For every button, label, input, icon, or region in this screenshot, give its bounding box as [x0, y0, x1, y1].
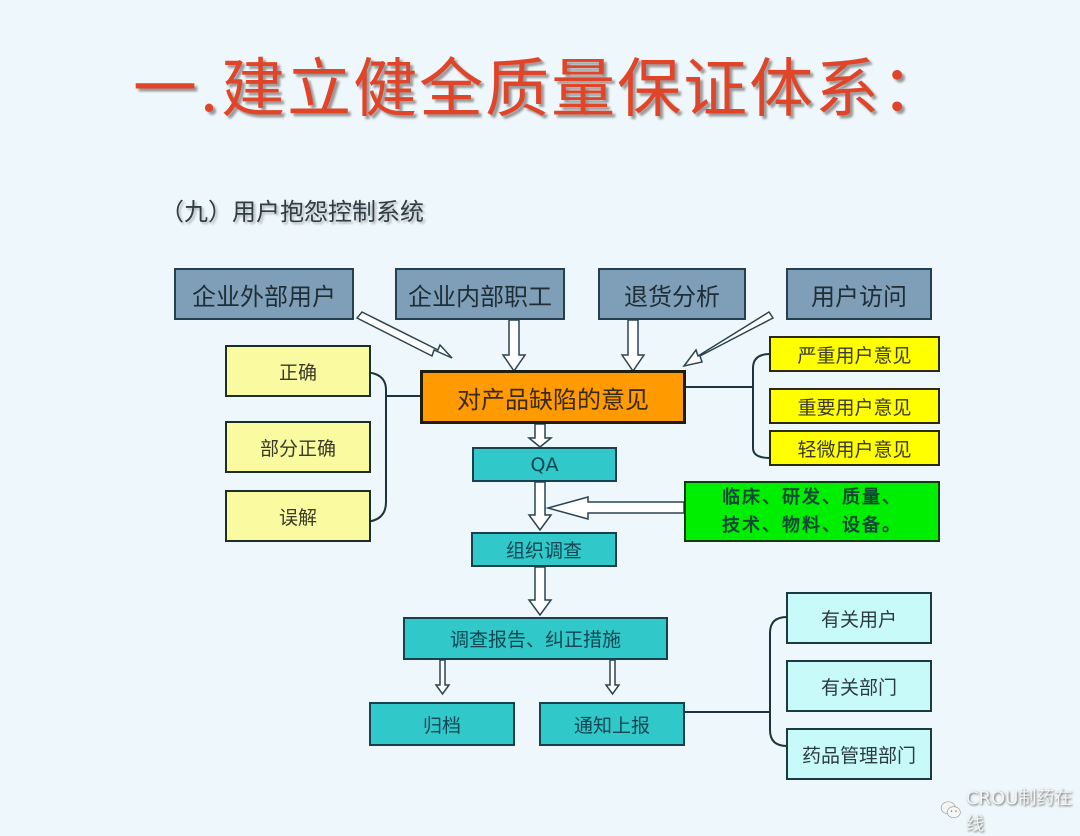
arrow-user-visits [682, 310, 775, 368]
severity-important: 重要用户意见 [769, 388, 940, 424]
severity-serious: 严重用户意见 [769, 336, 940, 372]
departments-box: 临床、研发、质量、 技术、物料、设备。 [684, 481, 940, 542]
report-corrective-actions-box: 调查报告、纠正措施 [403, 617, 668, 660]
arrow-investigation-report [527, 566, 553, 617]
source-internal-staff: 企业内部职工 [395, 268, 565, 320]
connectors [355, 310, 788, 747]
wechat-icon [940, 801, 961, 818]
arrow-qa-investigation [527, 481, 553, 532]
notify-report-box: 通知上报 [539, 702, 685, 746]
source-user-visits: 用户访问 [786, 268, 932, 320]
classification-correct: 正确 [225, 345, 371, 397]
arrow-report-notify [604, 659, 621, 696]
source-return-analysis: 退货分析 [598, 268, 746, 320]
qa-box: QA [472, 447, 617, 482]
arrow-report-archive [434, 659, 451, 696]
recipient-related-departments: 有关部门 [786, 660, 932, 712]
section-subtitle: （九）用户抱怨控制系统 [160, 198, 424, 226]
watermark: CROU制药在线 [940, 784, 1080, 836]
brace-classification [361, 371, 387, 523]
recipient-related-users: 有关用户 [786, 592, 932, 644]
recipient-drug-administration: 药品管理部门 [786, 728, 932, 780]
arrow-returns [620, 319, 646, 373]
arrow-external-users [355, 311, 453, 359]
page-title: 一.建立健全质量保证体系： [132, 53, 948, 127]
classification-misunderstanding: 误解 [225, 490, 371, 542]
watermark-text: CROU制药在线 [965, 788, 1073, 835]
arrow-center-qa [526, 423, 554, 448]
source-external-users: 企业外部用户 [174, 268, 354, 320]
product-defect-feedback: 对产品缺陷的意见 [420, 370, 686, 424]
departments-line-2: 技术、物料、设备。 [722, 514, 902, 536]
brace-recipients [769, 616, 788, 747]
departments-line-1: 临床、研发、质量、 [722, 486, 902, 508]
investigation-box: 组织调查 [471, 532, 617, 567]
severity-minor: 轻微用户意见 [769, 430, 940, 466]
arrow-departments [545, 496, 685, 520]
classification-partially-correct: 部分正确 [225, 421, 371, 473]
archive-box: 归档 [369, 702, 515, 746]
arrow-internal-staff [501, 319, 527, 373]
brace-severity [752, 353, 771, 459]
